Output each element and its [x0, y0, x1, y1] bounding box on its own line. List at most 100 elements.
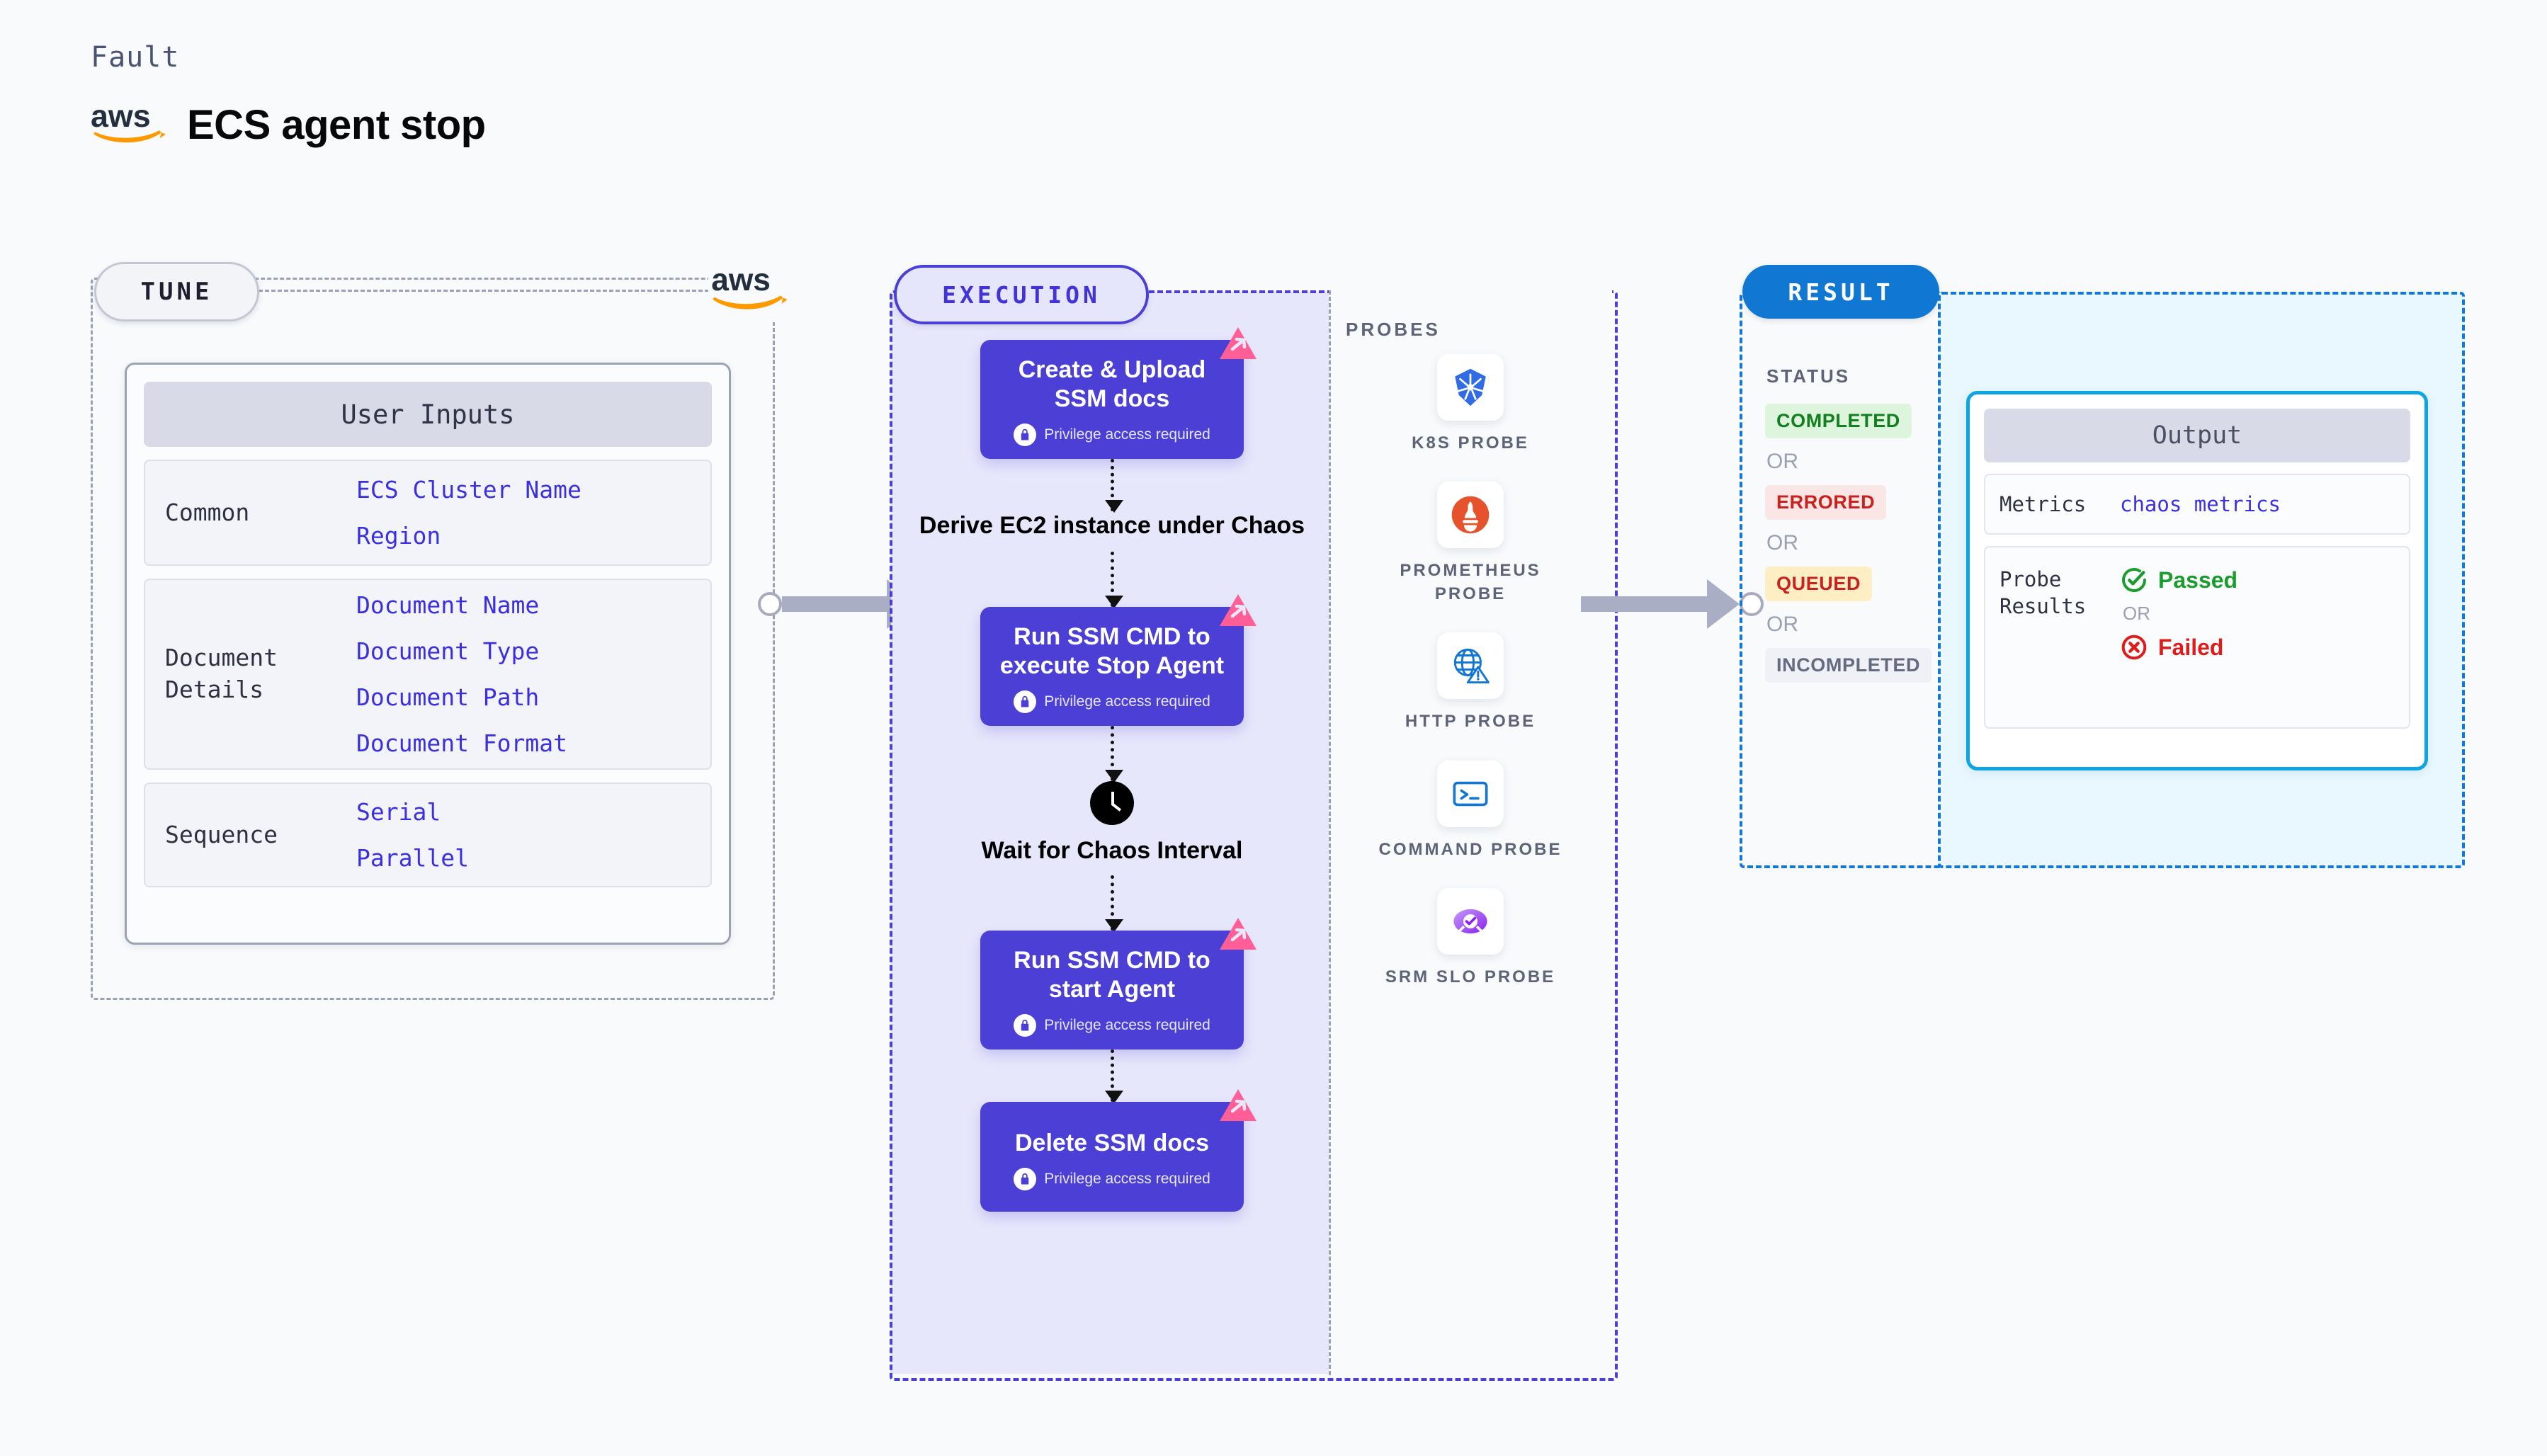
probe-tile [1437, 632, 1504, 700]
privilege-text: Privilege access required [1044, 426, 1210, 443]
output-header: Output [1984, 409, 2410, 462]
output-group-probe-results: Probe Results Passed OR [1984, 546, 2410, 729]
clock-icon [1090, 780, 1134, 825]
lock-icon [1014, 423, 1037, 446]
flow-connector [1104, 1049, 1123, 1103]
probe-result-passed: Passed [2120, 566, 2237, 594]
tune-group-common: Common ECS Cluster Name Region [144, 460, 712, 566]
flow-connector [1104, 875, 1123, 933]
output-title: Output [2152, 421, 2242, 450]
or-label: OR [2123, 603, 2150, 624]
tune-value[interactable]: Document Path [356, 683, 540, 711]
or-label: OR [1766, 613, 1798, 636]
kubernetes-icon [1450, 367, 1491, 408]
aws-logo: aws [708, 257, 790, 322]
user-inputs-header: User Inputs [144, 382, 712, 447]
tune-user-inputs-card: User Inputs Common ECS Cluster Name Regi… [125, 363, 731, 945]
probe-item-prometheus[interactable]: PROMETHEUS PROBE [1374, 482, 1567, 605]
page-header: Fault aws ECS agent stop [91, 41, 486, 146]
privilege-text: Privilege access required [1044, 1170, 1210, 1187]
probe-tile [1436, 354, 1504, 421]
fault-eyebrow: Fault [91, 41, 180, 74]
lock-icon [1014, 1013, 1037, 1037]
probe-item-srm-slo[interactable]: SRM SLO PROBE [1385, 887, 1556, 989]
result-chip-label: RESULT [1788, 278, 1894, 306]
tune-panel-boundary [91, 278, 775, 1000]
status-badge: ERRORED [1765, 485, 1887, 520]
lock-icon [1014, 690, 1037, 713]
tune-chip: TUNE [94, 262, 259, 322]
aws-logo: aws [91, 98, 170, 146]
privilege-text: Privilege access required [1044, 1016, 1210, 1033]
tune-group-label: Document Details [165, 644, 278, 703]
litmus-chaos-icon [1218, 1088, 1258, 1127]
status-badge: QUEUED [1765, 567, 1873, 601]
tune-group-document-details: Document Details Document Name Document … [144, 579, 712, 770]
execution-step-plain: Wait for Chaos Interval [981, 836, 1243, 864]
tune-top-connector [252, 290, 741, 292]
arrow-shaft [1581, 596, 1707, 612]
tune-value[interactable]: Document Type [356, 637, 540, 665]
execution-to-result-arrow [1581, 579, 1764, 629]
tune-group-label: Sequence [165, 820, 278, 848]
execution-step-card[interactable]: Create & Upload SSM docs Privilege acces… [980, 327, 1257, 459]
step-title: Create & Upload SSM docs [1018, 356, 1206, 412]
privilege-note: Privilege access required [993, 1013, 1231, 1037]
probe-item-command[interactable]: COMMAND PROBE [1378, 760, 1562, 861]
passed-text: Passed [2158, 567, 2238, 593]
or-label: OR [1766, 531, 1798, 554]
user-inputs-title: User Inputs [341, 399, 515, 430]
srm-slo-icon [1450, 901, 1491, 942]
flow-connector [1104, 458, 1123, 513]
tune-value[interactable]: Parallel [356, 844, 469, 872]
probe-item-k8s[interactable]: K8S PROBE [1412, 354, 1529, 455]
connector-dot [758, 592, 782, 616]
metrics-value[interactable]: chaos metrics [2120, 492, 2281, 516]
execution-step-card[interactable]: Run SSM CMD to start Agent Privilege acc… [980, 918, 1257, 1050]
probe-item-http[interactable]: HTTP PROBE [1405, 632, 1536, 733]
step-title: Delete SSM docs [1015, 1129, 1209, 1156]
litmus-chaos-icon [1218, 593, 1258, 632]
step-title: Run SSM CMD to execute Stop Agent [999, 623, 1225, 679]
connector-dot [1740, 592, 1764, 616]
flow-connector [1104, 725, 1123, 783]
lock-icon [1014, 1167, 1037, 1190]
tune-value[interactable]: Region [356, 522, 441, 550]
terminal-icon [1450, 773, 1491, 814]
svg-text:aws: aws [711, 263, 771, 297]
tune-value[interactable]: Document Name [356, 591, 540, 619]
probe-name: COMMAND PROBE [1378, 839, 1562, 859]
probe-name: HTTP PROBE [1405, 712, 1536, 732]
execution-step-card[interactable]: Delete SSM docs Privilege access require… [980, 1088, 1257, 1212]
arrow-shaft [782, 596, 887, 612]
probe-tile [1437, 760, 1504, 827]
prometheus-icon [1450, 494, 1491, 535]
status-label: STATUS [1766, 365, 1851, 387]
execution-step-plain: Derive EC2 instance under Chaos [919, 511, 1305, 539]
arrow-head [1707, 579, 1740, 629]
probe-name: SRM SLO PROBE [1385, 967, 1556, 986]
step-title: Run SSM CMD to start Agent [1014, 947, 1210, 1003]
svg-text:aws: aws [91, 101, 151, 134]
check-circle-icon [2120, 566, 2148, 594]
privilege-note: Privilege access required [993, 690, 1231, 713]
tune-group-label: Common [165, 498, 250, 526]
flow-connector [1104, 552, 1123, 609]
execution-chip: EXECUTION [894, 265, 1149, 324]
probes-list: K8S PROBE PROMETHEUS PROBE [1374, 354, 1567, 1016]
probe-name: K8S PROBE [1412, 433, 1529, 453]
probe-tile [1437, 482, 1504, 549]
execution-step-card[interactable]: Run SSM CMD to execute Stop Agent Privil… [980, 594, 1257, 726]
http-globe-icon [1450, 645, 1491, 686]
or-label: OR [1766, 450, 1798, 473]
probes-subpanel-boundary [1329, 290, 1612, 1375]
tune-value[interactable]: Document Format [356, 729, 568, 757]
probe-name: PROMETHEUS PROBE [1400, 561, 1541, 603]
litmus-chaos-icon [1218, 916, 1258, 956]
probes-label: PROBES [1346, 319, 1441, 340]
execution-chip-label: EXECUTION [942, 280, 1101, 309]
status-list: COMPLETED OR ERRORED OR QUEUED OR INCOMP… [1765, 404, 1935, 683]
privilege-note: Privilege access required [993, 423, 1231, 446]
tune-value[interactable]: ECS Cluster Name [356, 476, 582, 504]
tune-value[interactable]: Serial [356, 798, 441, 826]
